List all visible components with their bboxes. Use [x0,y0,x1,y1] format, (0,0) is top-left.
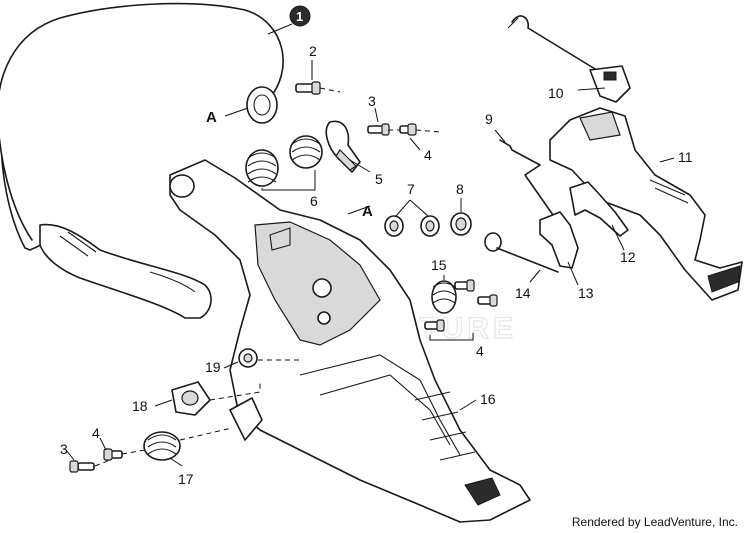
callout-3-lower: 3 [60,441,68,457]
callout-18: 18 [132,398,148,414]
lockout-lever-5 [325,120,361,173]
bolt-4-middle-a [454,279,475,292]
callout-4-lower: 4 [92,425,100,441]
spring-17 [143,431,181,461]
callout-17: 17 [178,471,194,487]
callout-6: 6 [310,193,318,209]
front-handle-bar [0,2,284,319]
stop-cable-10 [507,15,631,103]
bolt-4-lower [103,448,123,461]
bolt-4-middle-c [424,319,445,332]
callout-5: 5 [375,171,383,187]
callout-8: 8 [456,181,464,197]
bushing-7a [384,215,404,237]
callout-11: 11 [678,149,693,165]
rear-handle-cover-11 [549,107,743,301]
washer-19 [238,348,258,368]
callout-10: 10 [548,85,564,101]
grommet-18 [171,381,211,416]
spring-15 [431,280,457,314]
bolt-3-upper [367,123,390,136]
reference-A-lower: A [362,203,373,220]
callout-14: 14 [515,285,531,301]
callout-1: 1 [296,9,303,24]
callout-13: 13 [578,285,594,301]
callout-15: 15 [431,257,447,273]
callout-16: 16 [480,391,496,407]
callout-1-circle [289,5,311,27]
bolt-4-upper [399,123,417,136]
callout-19: 19 [205,359,221,375]
callout-12: 12 [620,249,636,265]
callout-2: 2 [309,43,317,59]
callout-labels: 1 2 3 4 5 6 7 8 9 10 11 12 13 14 15 4 16… [60,5,693,487]
bolt-3-lower [69,460,95,473]
callout-9: 9 [485,111,493,127]
spring-6a [245,149,279,187]
bolt-4-middle-b [477,294,498,307]
bushing-8 [450,212,472,236]
callout-3-upper: 3 [368,93,376,109]
bolt-2 [295,81,321,95]
callout-4-middle: 4 [476,343,484,359]
throttle-trigger-12 [569,181,629,237]
leader-lines [66,23,675,467]
callout-4-upper: 4 [424,147,432,163]
reference-A-upper: A [206,109,217,126]
bushing-7b [420,215,440,237]
spring-6b [289,135,323,169]
throttle-rod-9 [499,139,561,226]
lever-13 [539,211,579,269]
rendered-by-credit: Rendered by LeadVenture, Inc. [571,515,738,529]
callout-7: 7 [407,181,415,197]
spring-14 [484,232,559,273]
main-housing-16 [169,159,531,523]
